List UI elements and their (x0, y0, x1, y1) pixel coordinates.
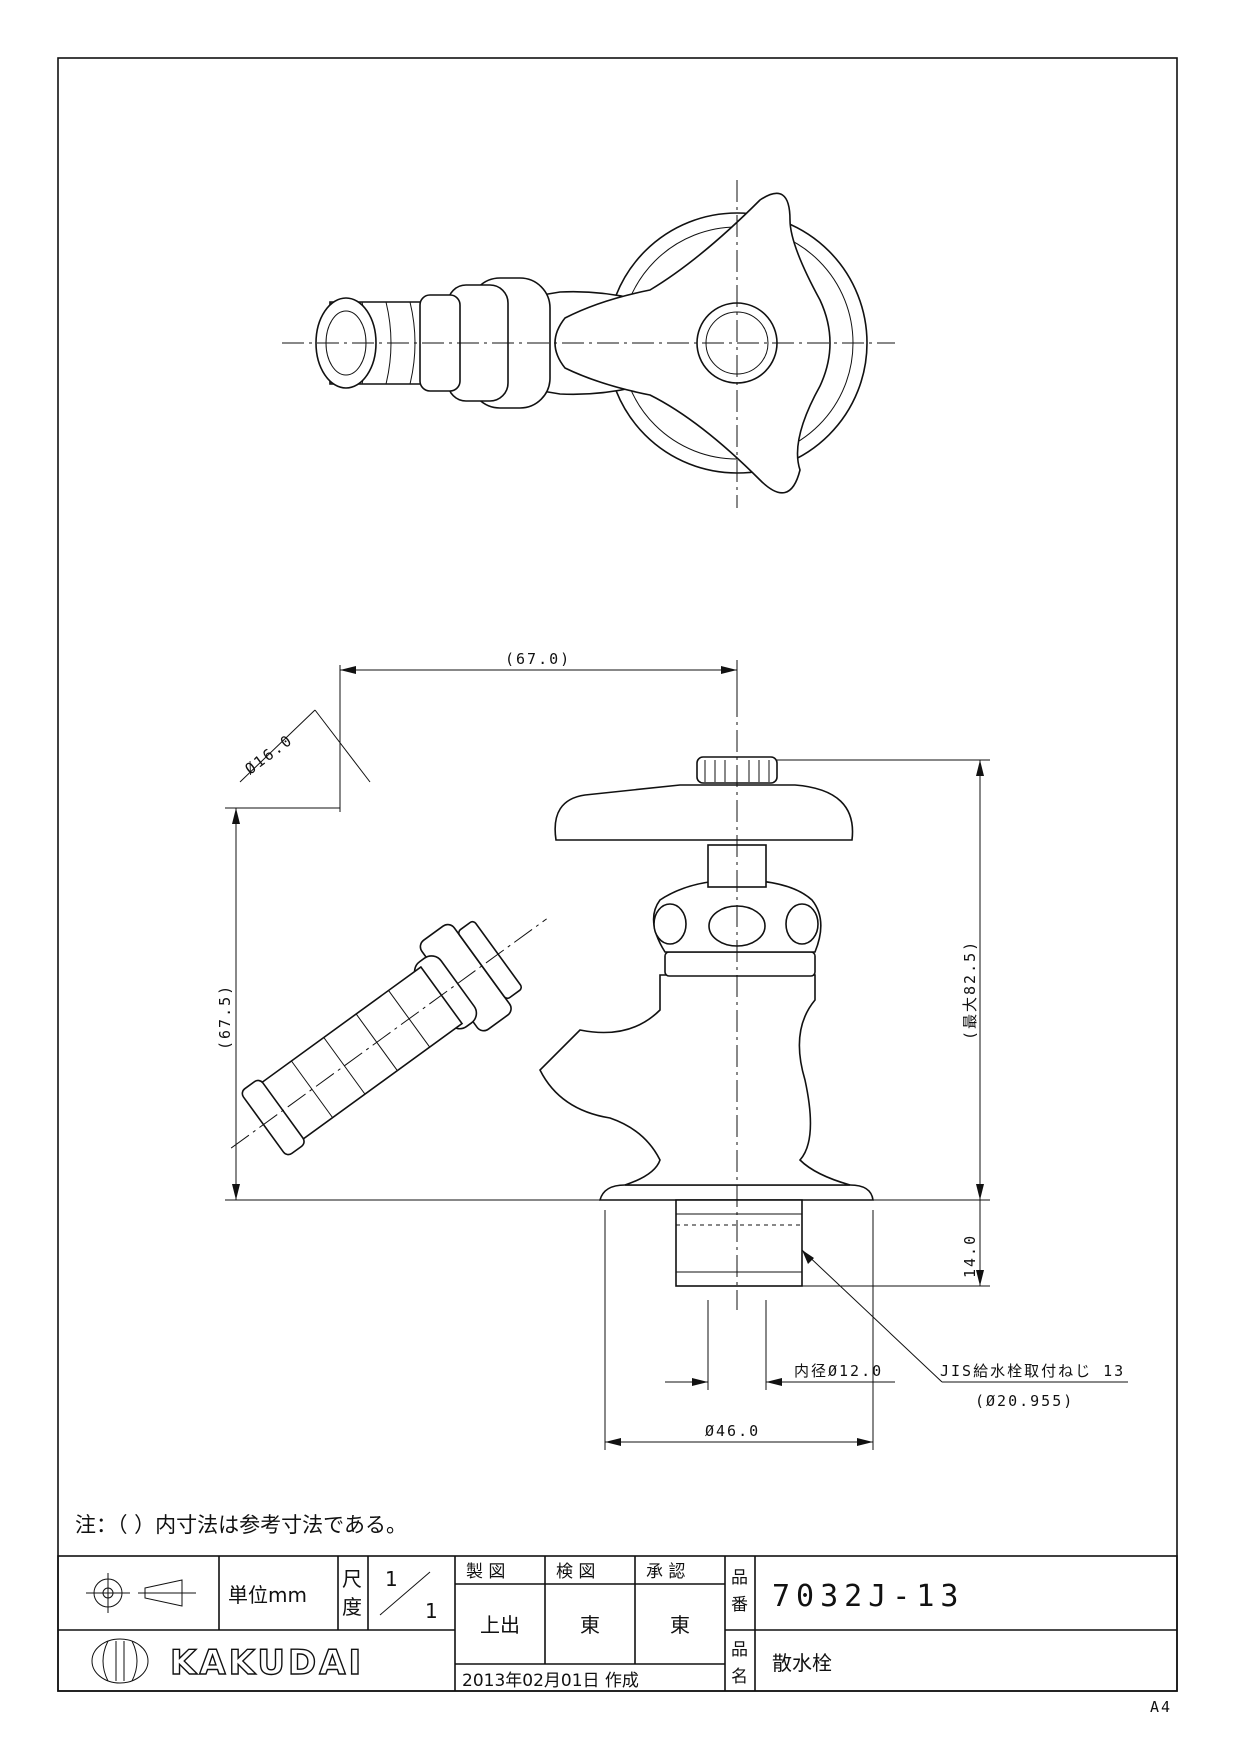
reference-note: 注：（ ）内寸法は参考寸法である。 (75, 1513, 407, 1537)
unit-label: 単位mm (228, 1583, 307, 1607)
kakudai-logo-icon (91, 1638, 149, 1684)
scale-num: 1 (385, 1567, 398, 1591)
thread-section (675, 1199, 803, 1287)
scale-label-2: 度 (342, 1595, 362, 1619)
part-name-label-2: 名 (731, 1667, 748, 1687)
dim-left-height: (67.5) (216, 984, 234, 1050)
paper-size: A4 (1150, 1698, 1172, 1716)
dim-jis-value: (Ø20.955) (975, 1392, 1074, 1410)
dim-hose-dia: Ø16.0 (242, 731, 297, 779)
approved-by: 東 (670, 1613, 690, 1637)
checked-header: 検 図 (556, 1562, 595, 1582)
front-view (230, 660, 874, 1310)
dim-inner-dia: 内径Ø12.0 (794, 1362, 883, 1380)
approved-header: 承 認 (646, 1562, 685, 1582)
dim-base-dia: Ø46.0 (705, 1422, 760, 1440)
drawn-header: 製 図 (466, 1562, 505, 1582)
dim-thread-len: 14.0 (961, 1234, 979, 1278)
date-created: 2013年02月01日 作成 (462, 1671, 639, 1691)
scale-den: 1 (425, 1599, 438, 1623)
scale-label-1: 尺 (342, 1567, 362, 1591)
dim-max-height: (最大82.5) (961, 940, 979, 1040)
part-name: 散水栓 (772, 1651, 832, 1675)
drawn-by: 上出 (480, 1613, 520, 1637)
third-angle-projection-icon (86, 1573, 196, 1613)
brand-name: KAKUDAI (170, 1643, 364, 1683)
handle-front (554, 784, 854, 841)
part-number: 7032J-13 (772, 1579, 965, 1614)
valve-body (539, 974, 851, 1186)
part-no-label-2: 番 (731, 1595, 748, 1615)
dim-jis-label: JIS給水栓取付ねじ 13 (940, 1362, 1125, 1380)
top-view (282, 180, 895, 508)
title-block: 単位mm 尺 度 1 1 製 図 検 図 承 認 上出 東 東 品 番 7032… (57, 1555, 1178, 1692)
part-name-label-1: 品 (731, 1640, 748, 1660)
dim-top-width: (67.0) (505, 650, 571, 668)
handle-top (554, 192, 831, 494)
part-no-label-1: 品 (731, 1568, 748, 1588)
checked-by: 東 (580, 1613, 600, 1637)
